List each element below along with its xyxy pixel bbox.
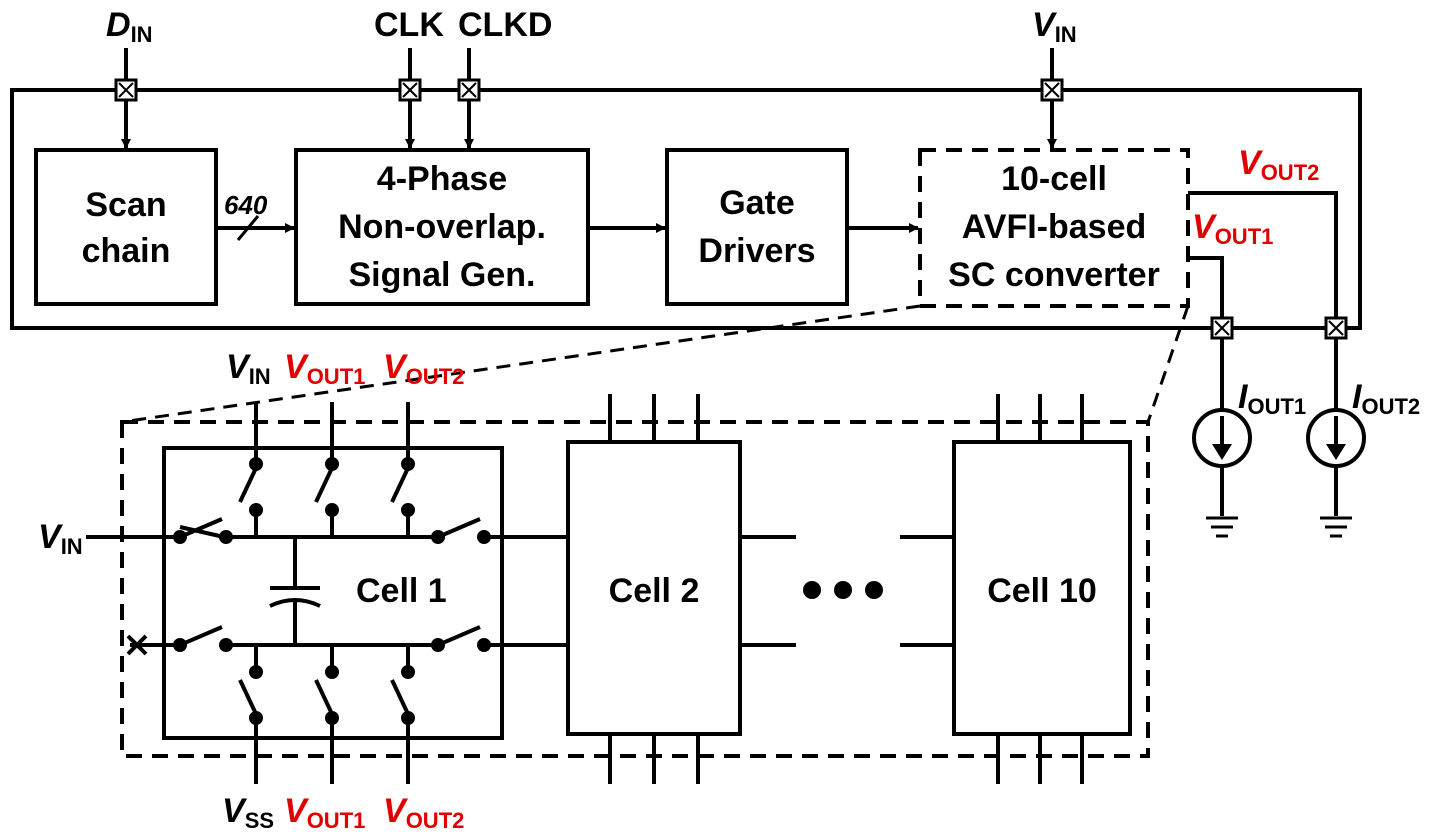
pad-clkd	[457, 78, 481, 102]
cell1-bottom-vout2-label: VOUT2	[383, 792, 464, 833]
bus-width-label: 640	[224, 190, 268, 220]
svg-text:Gate: Gate	[719, 184, 795, 222]
cell1-top-vout1-label: VOUT1	[284, 348, 365, 389]
no-connect-mark	[126, 634, 148, 656]
svg-text:Signal Gen.: Signal Gen.	[348, 256, 535, 294]
iout2-label: IOUT2	[1352, 378, 1420, 419]
pad-vout1	[1210, 316, 1234, 340]
iout1-label: IOUT1	[1238, 378, 1306, 419]
ellipsis-dots	[803, 581, 883, 599]
pad-clk	[398, 78, 422, 102]
pad-vout2	[1324, 316, 1348, 340]
svg-text:10-cell: 10-cell	[1001, 160, 1107, 198]
ground-1	[1206, 516, 1238, 538]
din-label: DIN	[106, 6, 153, 47]
scan-chain-block	[34, 148, 218, 306]
svg-text:4-Phase: 4-Phase	[377, 160, 507, 198]
cell-1-label: Cell 1	[356, 572, 447, 610]
pad-vin	[1040, 78, 1064, 102]
cell1-bottom-vss-label: VSS	[222, 792, 274, 833]
cell-2-label: Cell 2	[609, 572, 700, 610]
vout1-label: VOUT1	[1192, 208, 1273, 249]
cell-10-label: Cell 10	[987, 572, 1097, 610]
clk-label: CLK	[374, 6, 444, 44]
chip-boundary	[10, 88, 1362, 330]
ground-2	[1320, 516, 1352, 538]
svg-text:Non-overlap.: Non-overlap.	[338, 208, 546, 246]
svg-text:chain: chain	[82, 232, 171, 270]
svg-text:Scan: Scan	[85, 186, 166, 224]
svg-text:Drivers: Drivers	[698, 232, 815, 270]
svg-text:SC converter: SC converter	[948, 256, 1160, 294]
converter-detail-box	[120, 420, 1150, 758]
cell1-top-vout2-label: VOUT2	[383, 348, 464, 389]
svg-text:AVFI-based: AVFI-based	[962, 208, 1147, 246]
converter-block	[918, 148, 1190, 308]
vin-top-label: VIN	[1032, 6, 1077, 47]
pad-din	[114, 78, 138, 102]
cell1-bottom-vout1-label: VOUT1	[284, 792, 365, 833]
cell-vin-label: VIN	[38, 518, 83, 559]
clkd-label: CLKD	[458, 6, 552, 44]
vout2-label: VOUT2	[1238, 144, 1319, 185]
cell1-top-vin-label: VIN	[226, 348, 271, 389]
cell-1	[162, 446, 504, 740]
gate-drivers-block	[665, 148, 849, 306]
